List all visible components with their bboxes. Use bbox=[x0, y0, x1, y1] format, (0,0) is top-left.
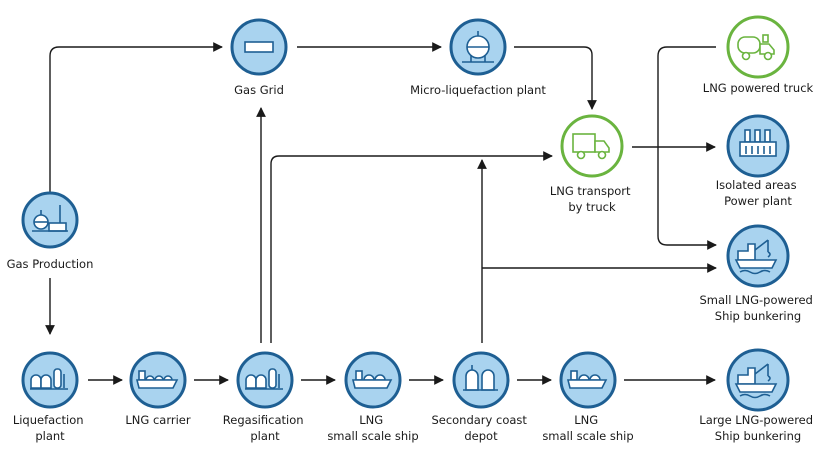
edge-microliq-to-truck bbox=[514, 46, 597, 110]
node-small-ship-bunkering: Small LNG-powered Ship bunkering bbox=[700, 224, 817, 323]
edge-gasprod-to-gasgrid bbox=[49, 42, 223, 192]
edge-truck-to-lngtruck bbox=[657, 46, 717, 250]
node-lng-powered-truck: LNG powered truck bbox=[703, 15, 814, 95]
small-ship-bunkering-label: Small LNG-powered Ship bunkering bbox=[700, 293, 817, 323]
bunkering-ship-icon bbox=[726, 224, 790, 288]
secondary-coast-depot-label: Secondary coast depot bbox=[431, 413, 530, 443]
node-isolated-power-plant: Isolated areas Power plant bbox=[716, 114, 801, 208]
large-ship-bunkering-label: Large LNG-powered Ship bunkering bbox=[699, 413, 816, 443]
gas-production-label: Gas Production bbox=[7, 257, 94, 271]
lng-transport-truck-label: LNG transport by truck bbox=[550, 184, 634, 214]
node-regasification-plant: Regasification plant bbox=[223, 351, 307, 443]
node-gas-grid: Gas Grid bbox=[230, 18, 288, 97]
depot-tanks-icon bbox=[452, 351, 510, 409]
small-scale-ship-1-label: LNG small scale ship bbox=[327, 413, 418, 443]
edges bbox=[45, 42, 717, 385]
gas-production-icon bbox=[21, 191, 79, 249]
node-lng-transport-truck: LNG transport by truck bbox=[550, 114, 634, 214]
gas-grid-label: Gas Grid bbox=[234, 83, 284, 97]
lng-carrier-label: LNG carrier bbox=[125, 413, 190, 427]
liquefaction-plant-label: Liquefaction plant bbox=[13, 413, 87, 443]
edge-regas-to-truck bbox=[270, 151, 553, 343]
bunkering-ship-icon bbox=[726, 348, 790, 412]
node-liquefaction-plant: Liquefaction plant bbox=[13, 351, 87, 443]
node-secondary-coast-depot: Secondary coast depot bbox=[431, 351, 530, 443]
node-small-scale-ship-1: LNG small scale ship bbox=[327, 351, 419, 443]
node-large-ship-bunkering: Large LNG-powered Ship bunkering bbox=[699, 348, 816, 443]
small-scale-ship-2-label: LNG small scale ship bbox=[542, 413, 633, 443]
lng-powered-truck-label: LNG powered truck bbox=[703, 81, 814, 95]
node-small-scale-ship-2: LNG small scale ship bbox=[542, 351, 634, 443]
node-gas-production: Gas Production bbox=[7, 191, 94, 271]
node-micro-liquefaction: Micro-liquefaction plant bbox=[410, 18, 546, 97]
isolated-power-plant-label: Isolated areas Power plant bbox=[716, 178, 801, 208]
regasification-plant-label: Regasification plant bbox=[223, 413, 307, 443]
micro-liquefaction-label: Micro-liquefaction plant bbox=[410, 83, 546, 97]
node-lng-carrier: LNG carrier bbox=[125, 351, 191, 427]
